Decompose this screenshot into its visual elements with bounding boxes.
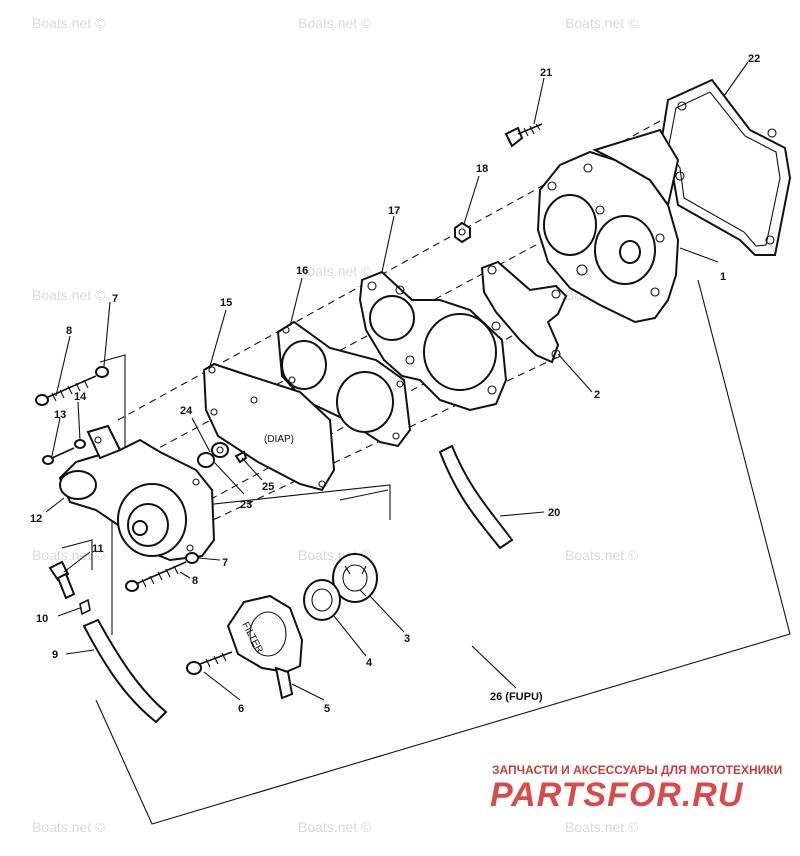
part-20-hose (438, 444, 514, 550)
branding: ЗАПЧАСТИ И АКСЕССУАРЫ ДЛЯ МОТОТЕХНИКИ PA… (490, 763, 782, 814)
watermark: Boats.net © (32, 819, 106, 835)
part-11-10-fitting (48, 560, 91, 616)
part-8-screw-lower (125, 552, 199, 592)
part-label-8a: 8 (66, 325, 72, 337)
part-16-gasket (276, 320, 412, 448)
part-label-6: 6 (238, 703, 244, 715)
part-labels: 21 22 1 18 17 16 15 2 7 8 14 13 24 25 23… (30, 53, 760, 715)
diaphragm-label: (DIAP) (264, 434, 294, 445)
part-label-23: 23 (240, 499, 252, 511)
part-label-13: 13 (54, 409, 66, 421)
part-label-4: 4 (366, 657, 373, 669)
part-5-filter-cover: FILTER (226, 594, 304, 700)
watermark: Boats.net © (298, 263, 372, 279)
watermark: Boats.net © (32, 547, 106, 563)
part-label-14: 14 (74, 391, 87, 403)
part-label-5: 5 (324, 703, 330, 715)
part-15-diaphragm: (DIAP) (202, 362, 336, 492)
part-label-25: 25 (262, 481, 274, 493)
part-label-2: 2 (594, 389, 600, 401)
part-label-8b: 8 (192, 575, 198, 587)
part-9-fuel-hose (82, 618, 168, 724)
part-21-screw (504, 123, 543, 148)
part-label-1: 1 (720, 271, 726, 283)
watermarks: Boats.net © Boats.net © Boats.net © Boat… (32, 15, 639, 835)
part-label-20: 20 (548, 507, 560, 519)
part-26-assembly-bracket (95, 279, 791, 825)
part-18-nut (454, 221, 471, 244)
part-label-7a: 7 (112, 293, 118, 305)
part-4-o-ring (303, 579, 341, 621)
part-8-screw-upper (35, 366, 109, 406)
part-label-11: 11 (92, 543, 104, 555)
part-label-21: 21 (540, 67, 552, 79)
watermark: Boats.net © (565, 15, 639, 31)
part-label-16: 16 (296, 265, 308, 277)
part-label-12: 12 (30, 513, 42, 525)
watermark: Boats.net © (565, 547, 639, 563)
brand-logo: PARTSFOR.RU (490, 776, 744, 814)
part-2-plate (480, 260, 568, 364)
watermark: Boats.net © (565, 819, 639, 835)
part-22-gasket (658, 78, 792, 256)
parts-23-24-25-hardware (197, 442, 248, 468)
part-label-18: 18 (476, 163, 488, 175)
part-17-valve-body (358, 270, 508, 412)
watermark: Boats.net © (32, 15, 106, 31)
part-label-26: 26 (FUPU) (490, 691, 543, 703)
part-label-7b: 7 (222, 557, 228, 569)
part-label-9: 9 (52, 649, 58, 661)
part-label-22: 22 (748, 53, 760, 65)
watermark: Boats.net © (298, 819, 372, 835)
brand-subtitle: ЗАПЧАСТИ И АКСЕССУАРЫ ДЛЯ МОТОТЕХНИКИ (492, 763, 782, 777)
part-label-15: 15 (220, 297, 232, 309)
part-label-3: 3 (404, 633, 410, 645)
part-3-valve-disk (332, 553, 378, 603)
part-label-10: 10 (36, 613, 48, 625)
part-1-pump-body (536, 128, 680, 324)
watermark: Boats.net © (32, 287, 106, 303)
part-12-cover-housing (58, 424, 216, 562)
leader-lines (45, 61, 749, 701)
part-label-24: 24 (180, 405, 193, 417)
part-13-14-screw-washer (42, 439, 86, 465)
part-6-filter-screw (186, 651, 233, 675)
watermark: Boats.net © (298, 15, 372, 31)
part-label-17: 17 (388, 205, 400, 217)
